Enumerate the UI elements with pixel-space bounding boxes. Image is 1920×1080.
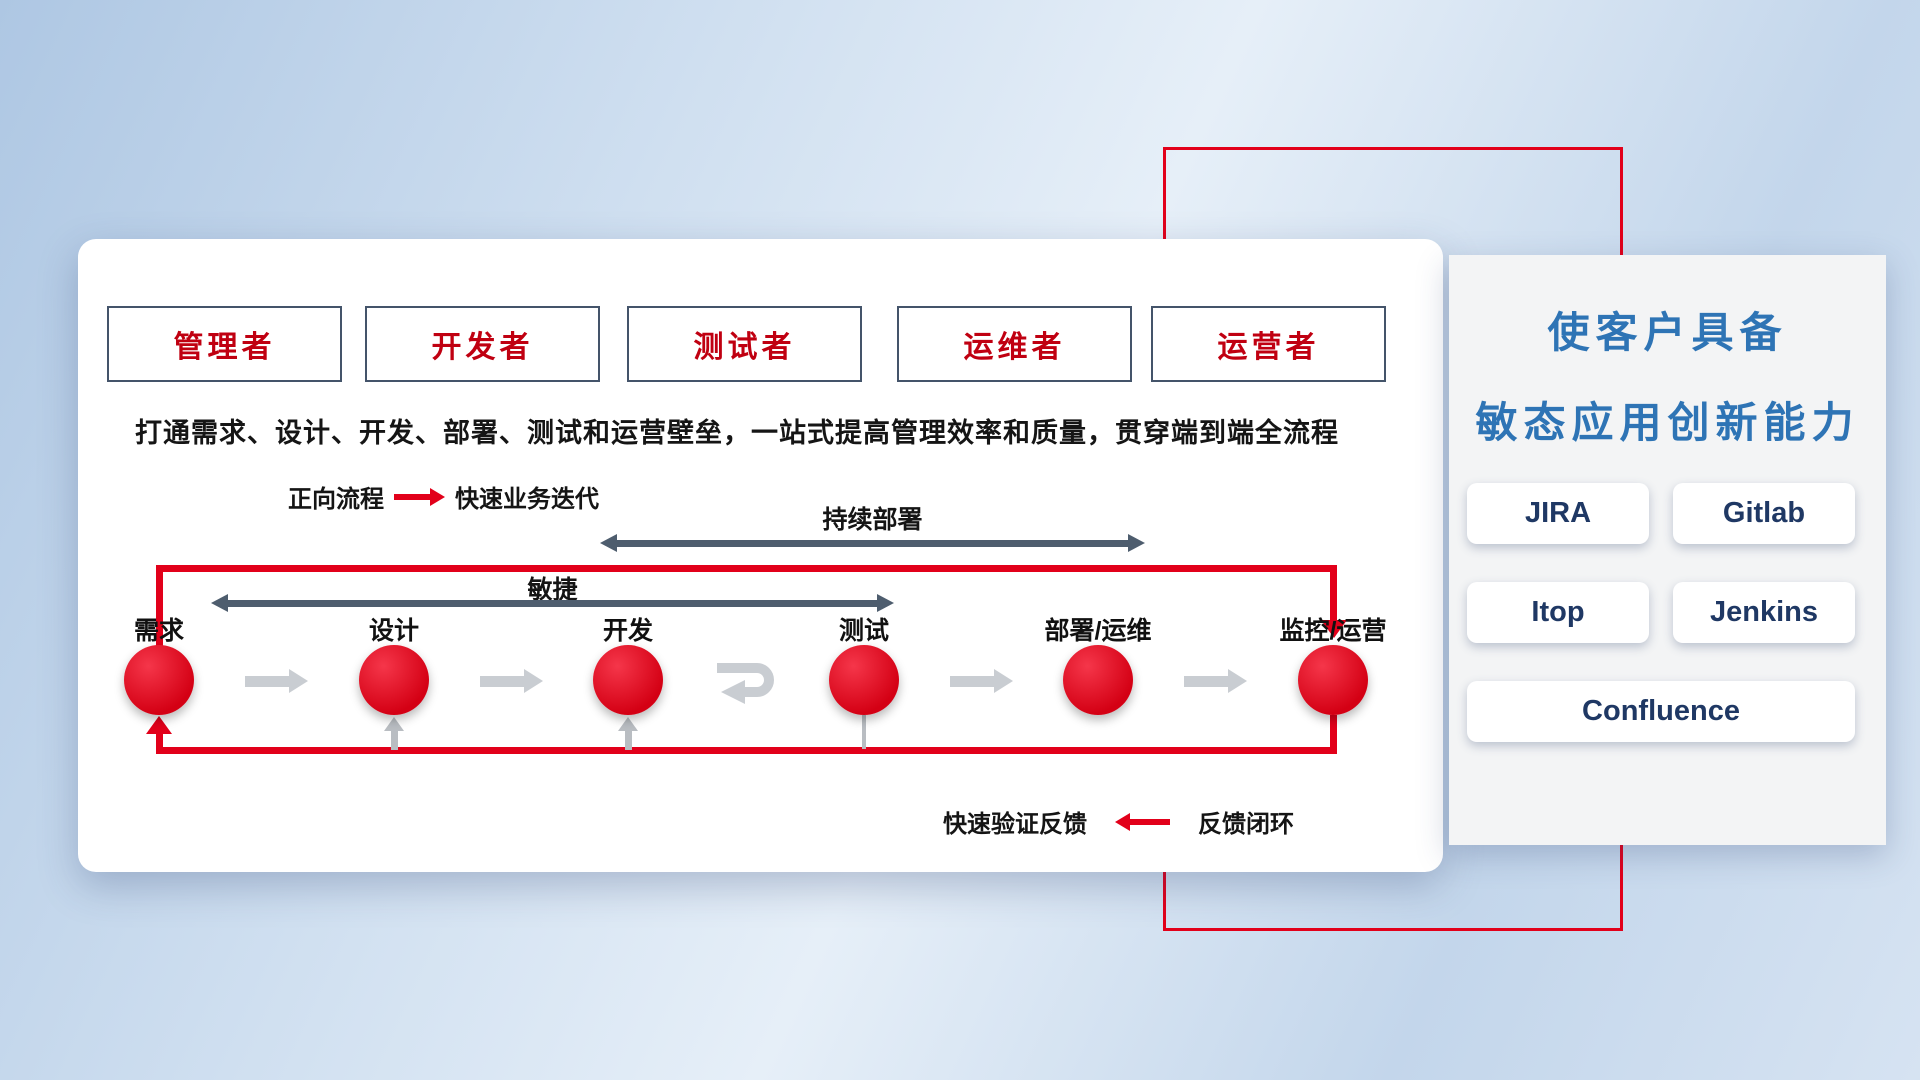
feedback-up-stem xyxy=(391,730,398,750)
feedback-value: 快速验证反馈 xyxy=(943,811,1087,838)
feedback-legend: 快速验证反馈 反馈闭环 xyxy=(943,804,1294,839)
flow-arrow-icon xyxy=(1184,669,1247,693)
node-circle-test xyxy=(829,645,899,715)
forward-arrow-icon xyxy=(394,487,445,506)
iteration-loop-icon xyxy=(711,654,783,711)
forward-flow-label: 正向流程 xyxy=(288,486,384,513)
feedback-loop-top-line xyxy=(156,565,1337,572)
feedback-loop-left-stem xyxy=(156,569,163,647)
node-circle-requirements xyxy=(124,645,194,715)
tool-chip-jira: JIRA xyxy=(1467,483,1649,544)
flow-arrow-icon xyxy=(245,669,308,693)
node-circle-develop xyxy=(593,645,663,715)
role-label: 测试者 xyxy=(693,331,796,364)
node-label-deploy-ops: 部署/运维 xyxy=(1044,617,1152,645)
feedback-loop-left-up-stem xyxy=(156,733,163,751)
tool-chip-confluence: Confluence xyxy=(1467,681,1855,742)
role-label: 运营者 xyxy=(1217,331,1320,364)
role-label: 管理者 xyxy=(173,331,276,364)
forward-flow-legend: 正向流程 快速业务迭代 xyxy=(288,479,599,514)
role-box-operator: 运营者 xyxy=(1151,306,1386,382)
feedback-up-arrow-icon xyxy=(618,717,638,731)
node-circle-deploy-ops xyxy=(1063,645,1133,715)
node-label-develop: 开发 xyxy=(602,617,653,645)
role-box-ops: 运维者 xyxy=(897,306,1132,382)
devops-flow-panel: 管理者 开发者 测试者 运维者 运营者 打通需求、设计、开发、部署、测试和运营壁… xyxy=(78,239,1443,872)
node-label-monitor-op: 监控/运营 xyxy=(1279,617,1387,645)
continuous-deploy-arrow-icon xyxy=(600,534,1145,552)
benefit-panel: 使客户具备 敏态应用创新能力 JIRA Gitlab Itop Jenkins … xyxy=(1449,255,1886,845)
flow-arrow-icon xyxy=(950,669,1013,693)
agile-arrow-icon xyxy=(211,594,894,612)
benefit-title-line2: 敏态应用创新能力 xyxy=(1475,399,1860,446)
feedback-loop-right-down-stem xyxy=(1330,715,1337,754)
benefit-title-line1: 使客户具备 xyxy=(1547,309,1788,356)
role-box-developer: 开发者 xyxy=(365,306,600,382)
feedback-loop-down-arrow-icon xyxy=(1321,620,1347,638)
tool-chip-gitlab: Gitlab xyxy=(1673,483,1855,544)
feedback-label: 反馈闭环 xyxy=(1198,811,1294,838)
feedback-loop-right-stem xyxy=(1330,569,1337,621)
flow-description: 打通需求、设计、开发、部署、测试和运营壁垒，一站式提高管理效率和质量，贯穿端到端… xyxy=(135,418,1339,448)
node-circle-monitor-op xyxy=(1298,645,1368,715)
flow-arrow-icon xyxy=(480,669,543,693)
role-box-tester: 测试者 xyxy=(627,306,862,382)
tool-chip-jenkins: Jenkins xyxy=(1673,582,1855,643)
role-label: 开发者 xyxy=(431,331,534,364)
forward-flow-value: 快速业务迭代 xyxy=(455,486,599,513)
node-label-test: 测试 xyxy=(838,617,889,645)
role-label: 运维者 xyxy=(963,331,1066,364)
feedback-arrow-icon xyxy=(1115,812,1170,831)
node-circle-design xyxy=(359,645,429,715)
test-feedback-connector xyxy=(862,715,866,749)
node-label-requirements: 需求 xyxy=(133,617,184,645)
agile-label: 敏捷 xyxy=(527,576,578,604)
feedback-up-arrow-icon xyxy=(384,717,404,731)
feedback-up-stem xyxy=(625,730,632,750)
node-label-design: 设计 xyxy=(368,617,419,645)
continuous-deploy-label: 持续部署 xyxy=(822,506,923,534)
tool-chip-itop: Itop xyxy=(1467,582,1649,643)
feedback-loop-bottom-line xyxy=(156,747,1337,754)
feedback-loop-up-arrow-icon xyxy=(146,716,172,734)
role-box-manager: 管理者 xyxy=(107,306,342,382)
